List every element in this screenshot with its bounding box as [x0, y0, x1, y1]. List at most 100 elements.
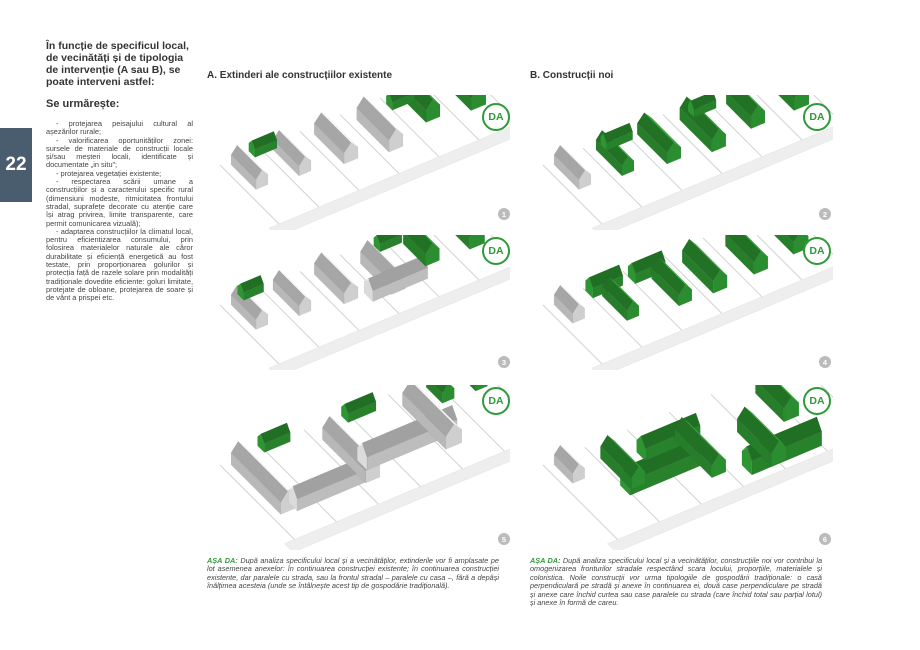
house-roof: [449, 385, 455, 389]
da-badge: DA: [482, 237, 510, 265]
house-roof: [744, 406, 787, 447]
house-wall: [777, 95, 795, 112]
village-illustration-1: [219, 95, 510, 230]
house-roof: [428, 95, 441, 105]
house-wall: [469, 385, 476, 392]
panel-number: 4: [819, 356, 831, 368]
intro-body: - protejarea peisajului cultural al așez…: [46, 119, 193, 303]
lot-line: [542, 164, 603, 225]
house-wall: [454, 95, 472, 112]
street: [591, 266, 833, 370]
lot-line: [820, 385, 833, 398]
house-roof: [278, 130, 312, 162]
intro-paragraph: - protejarea vegetației existente;: [56, 168, 162, 178]
intro-paragraph: - valorificarea oportunităților zonei: s…: [46, 135, 193, 170]
house-gable: [687, 100, 695, 118]
lot-line: [813, 235, 833, 255]
lot-line: [662, 114, 723, 174]
da-badge: DA: [482, 103, 510, 131]
house-gable: [248, 140, 256, 158]
illustration-panel-2: DA 2: [533, 95, 833, 230]
page-number: 22: [5, 154, 27, 175]
house-gable: [288, 485, 298, 512]
village-illustration-4: [542, 235, 833, 370]
house-roof: [603, 122, 633, 143]
house-roof: [344, 391, 377, 414]
lot-line: [433, 95, 480, 141]
house-gable: [373, 235, 381, 253]
illustration-panel-3: DA 3: [210, 235, 510, 370]
street: [606, 448, 833, 550]
lot-line: [702, 237, 763, 298]
house-roof: [657, 257, 693, 290]
da-badge: DA: [803, 387, 831, 415]
house-gable: [767, 385, 770, 387]
lot-line: [813, 95, 833, 115]
house-roof: [607, 276, 640, 306]
caption-a-lead: AȘA DA:: [207, 556, 238, 565]
panel-number: 3: [498, 356, 510, 368]
house-roof: [414, 385, 462, 430]
house-roof: [559, 145, 592, 175]
house-roof: [466, 235, 472, 238]
house-roof: [389, 95, 411, 103]
panel-number: 2: [819, 208, 831, 220]
village-illustration-6: [542, 385, 833, 550]
column-b-title: B. Construcții noi: [530, 70, 614, 81]
page-number-tab: 22: [0, 128, 32, 202]
street: [591, 126, 833, 230]
house-roof: [368, 255, 429, 291]
intro-paragraph: - protejarea peisajului cultural al așez…: [46, 119, 193, 137]
house-gable: [475, 385, 488, 392]
house-wall: [768, 385, 772, 387]
street: [283, 448, 510, 550]
house-roof: [424, 235, 440, 249]
lot-line: [433, 235, 480, 281]
street: [268, 266, 510, 370]
house-wall: [454, 235, 470, 251]
da-badge: DA: [482, 387, 510, 415]
intro-paragraph: - adaptarea construcțiilor la climatul l…: [46, 226, 193, 303]
house-roof: [744, 235, 769, 257]
house-roof: [251, 131, 278, 150]
intro-title: În funcție de specificul local, de vecin…: [46, 40, 189, 88]
lot-line: [219, 304, 280, 365]
lot-line: [756, 235, 803, 281]
house-roof: [433, 385, 448, 394]
illustration-panel-1: DA 1: [210, 95, 510, 230]
house-roof: [806, 235, 809, 237]
lot-line: [219, 164, 280, 225]
house-roof: [681, 416, 727, 461]
house-roof: [240, 274, 265, 293]
house-roof: [260, 422, 291, 444]
da-badge: DA: [803, 103, 831, 131]
house-roof: [688, 238, 728, 276]
caption-b-lead: AȘA DA:: [530, 556, 561, 565]
house-roof: [789, 95, 797, 100]
lot-line: [259, 287, 320, 348]
house-roof: [363, 96, 404, 135]
house-roof: [321, 252, 359, 288]
lot-line: [756, 95, 803, 141]
house-roof: [747, 95, 766, 112]
house-roof: [607, 434, 646, 472]
house-roof: [466, 95, 474, 100]
lot-line: [622, 131, 683, 191]
house-roof: [644, 112, 682, 148]
caption-a: AȘA DA: După analiza specificului local …: [207, 556, 499, 591]
house-gable: [741, 445, 753, 476]
caption-b: AȘA DA: După analiza specificului local …: [530, 556, 822, 607]
house-roof: [376, 235, 402, 245]
lot-line: [219, 464, 295, 540]
house-roof: [386, 95, 390, 97]
house-gable: [356, 442, 368, 471]
house-roof: [278, 270, 312, 302]
house-roof: [236, 145, 269, 175]
panel-number: 1: [498, 208, 510, 220]
house-roof: [559, 445, 585, 469]
village-illustration-2: [542, 95, 833, 230]
house-roof: [321, 112, 359, 148]
street: [268, 126, 510, 230]
house-roof: [785, 235, 799, 243]
house-roof: [690, 95, 717, 110]
